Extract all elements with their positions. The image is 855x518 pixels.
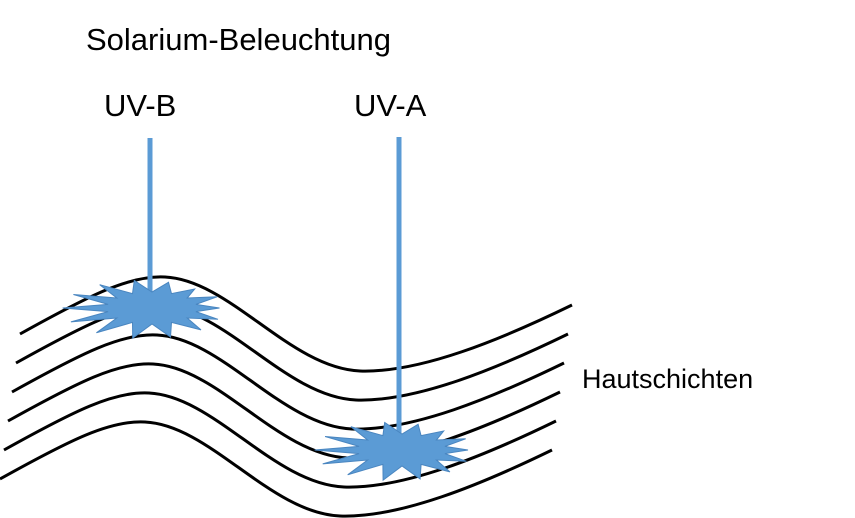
skin-layer-line <box>19 275 573 373</box>
skin-layers <box>0 275 573 518</box>
skin-layer-line <box>11 333 565 431</box>
uv-b-label: UV-B <box>104 88 177 123</box>
skin-layer-line <box>3 391 557 489</box>
uv-a-label: UV-A <box>354 88 427 123</box>
uv-b-absorption-burst <box>62 279 220 340</box>
skin-layers-label: Hautschichten <box>582 364 754 394</box>
diagram-title: Solarium-Beleuchtung <box>86 22 392 57</box>
uv-a-absorption-burst <box>314 421 469 482</box>
skin-layer-line <box>7 362 561 460</box>
skin-layer-line <box>0 420 553 518</box>
